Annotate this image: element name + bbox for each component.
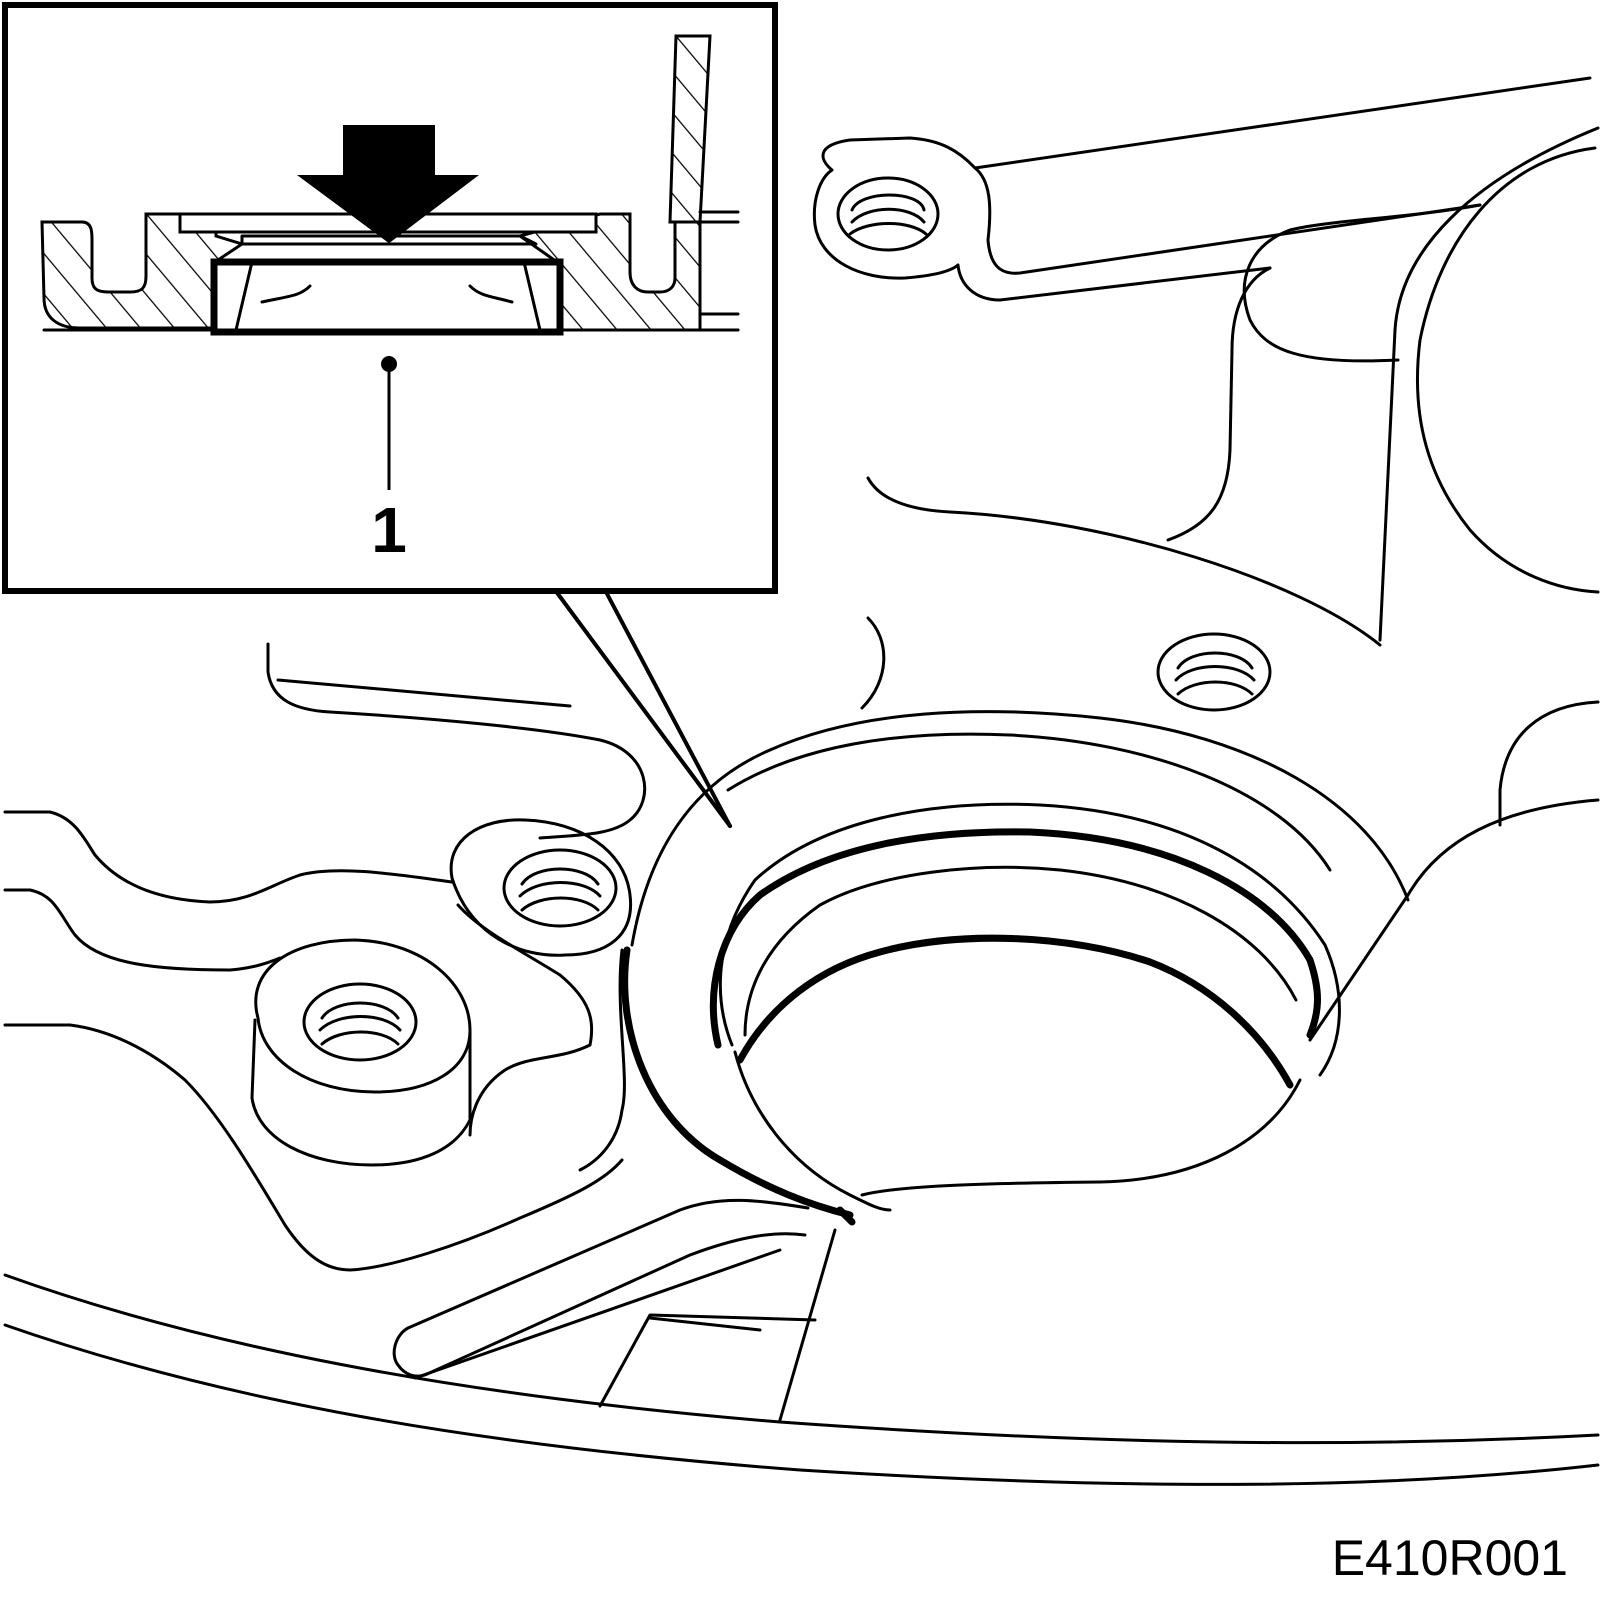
bore-seal-outer: [709, 828, 1321, 1049]
right-rib: [1242, 203, 1482, 363]
left-upper-boss: [449, 818, 633, 957]
bolt-hole-thread: [520, 867, 600, 886]
plate-lip: [240, 234, 538, 246]
left-rib-1: [3, 810, 454, 904]
lower-tongue-edge: [778, 1228, 837, 1422]
bore-lower-edge: [733, 1050, 892, 1212]
left-top-rib: [266, 642, 647, 840]
right-small-boss: [1498, 700, 1600, 827]
bolt-hole-center-right: [1156, 632, 1272, 712]
lower-channel-inner: [406, 1198, 810, 1330]
bolt-hole-thread: [518, 881, 602, 898]
upper-arm-inner-edge: [973, 166, 1482, 275]
bore-outer-ring-2: [726, 732, 1332, 872]
bolt-hole-thread: [1174, 665, 1256, 682]
bolt-hole-thread: [520, 896, 600, 912]
seal-lip-right: [522, 260, 542, 332]
bolt-hole-thread: [1176, 651, 1254, 670]
flange-lower-arc-2: [3, 1323, 1600, 1486]
upper-arm-outline: [812, 76, 1592, 302]
left-top-rib-line: [276, 678, 572, 708]
seal-ring-part-1: [210, 258, 564, 336]
bolt-hole-left-large: [302, 982, 418, 1062]
right-rib-left: [1166, 266, 1272, 542]
bolt-hole-top-right: [836, 176, 940, 252]
left-rib-2: [3, 888, 282, 972]
press-arrow-icon: [296, 125, 479, 244]
left-rib-5: [578, 948, 626, 1172]
flange-arc: [866, 476, 1382, 647]
left-rib-4: [3, 1023, 624, 1272]
bolt-hole-thread: [320, 1030, 400, 1046]
bolt-hole-thread: [1176, 680, 1254, 696]
bore-outer-ring: [630, 710, 1410, 947]
left-large-boss: [254, 938, 472, 1094]
lower-channel-top: [392, 1232, 807, 1378]
seal-lip-left: [234, 260, 254, 332]
bore-inner-edge: [718, 802, 1341, 1077]
inset-leader: [553, 588, 732, 828]
bore-inner-edge-2: [743, 865, 1298, 1037]
casting-edge: [860, 616, 886, 710]
housing-section-left: [40, 212, 246, 330]
lower-slot-edge: [648, 1316, 762, 1332]
bolt-hole-thread: [318, 1015, 402, 1032]
seal-contact: [260, 284, 312, 304]
bolt-hole-thread: [848, 222, 928, 236]
lower-slot: [598, 1313, 817, 1408]
detail-inset: 1: [2, 2, 778, 594]
bolt-hole-thread: [850, 207, 926, 224]
figure-code: E410R001: [1332, 1530, 1568, 1586]
housing-drawing: [3, 76, 1600, 1486]
right-lower-shoulder: [1308, 798, 1600, 1042]
callout-leader-dot: [381, 356, 397, 372]
left-rib-3: [456, 903, 594, 1137]
bore-seal-inner: [736, 934, 1294, 1089]
bolt-hole-thread: [320, 1001, 400, 1020]
flange-lower-arc-1: [3, 1273, 1600, 1445]
seal-contact: [468, 284, 514, 304]
bore-thick-tick: [836, 1206, 856, 1226]
bolt-hole-thread: [850, 193, 926, 212]
right-cover-outline: [1416, 146, 1600, 594]
lower-channel-bottom: [413, 1248, 782, 1380]
right-cover-inner: [1378, 126, 1600, 642]
bore-thick-lower-arc: [621, 946, 854, 1219]
lower-tongue: [860, 1078, 1302, 1197]
bolt-hole-left-upper: [502, 848, 618, 928]
left-large-boss-side: [250, 1018, 472, 1167]
callout-label-1: 1: [371, 494, 407, 566]
